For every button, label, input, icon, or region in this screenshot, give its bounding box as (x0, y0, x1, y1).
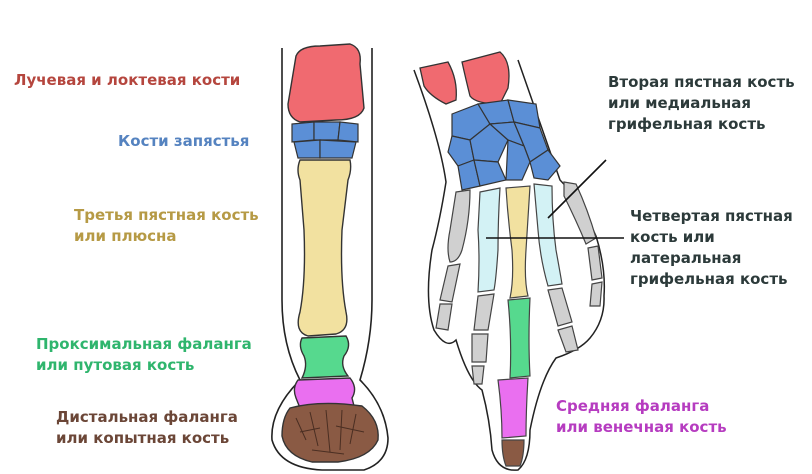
fourth-metacarpal-bone (478, 188, 500, 292)
label-second-metacarpal-line2: или медиальная (608, 93, 795, 114)
label-proximal-phalanx-line2: или путовая кость (36, 355, 252, 376)
label-second-metacarpal-line3: грифельная кость (608, 114, 795, 135)
label-middle-phalanx-line2: или венечная кость (556, 417, 727, 438)
label-middle-phalanx-line1: Средняя фаланга (556, 396, 727, 417)
label-third-metacarpal-line1: Третья пястная кость (74, 205, 259, 226)
label-proximal-phalanx: Проксимальная фаланга или путовая кость (36, 334, 252, 376)
label-radius-ulna-line: Лучевая и локтевая кости (14, 70, 240, 91)
fifth-metacarpal-bone (448, 190, 470, 262)
label-second-metacarpal: Вторая пястная кость или медиальная гриф… (608, 72, 795, 135)
label-fourth-metacarpal-line1: Четвертая пястная (630, 206, 793, 227)
label-fourth-metacarpal-line3: латеральная (630, 248, 793, 269)
label-third-metacarpal-line2: или плюсна (74, 226, 259, 247)
label-carpal: Кости запястья (118, 131, 249, 152)
proximal-phalanx-bone (300, 336, 348, 378)
second-metacarpal-bone (534, 184, 562, 286)
label-second-metacarpal-line1: Вторая пястная кость (608, 72, 795, 93)
label-fourth-metacarpal-line4: грифельная кость (630, 269, 793, 290)
label-fourth-metacarpal: Четвертая пястная кость или латеральная … (630, 206, 793, 290)
hand-carpal-bones (448, 100, 560, 190)
hand-proximal-phalanx-bone (508, 298, 530, 378)
third-metacarpal-bone (298, 160, 351, 336)
radius-ulna-bone (288, 44, 364, 122)
hand-radius-bone (420, 62, 456, 104)
label-radius-ulna: Лучевая и локтевая кости (14, 70, 240, 91)
carpal-bones (292, 122, 358, 158)
hand-third-metacarpal-bone (506, 186, 530, 298)
label-distal-phalanx: Дистальная фаланга или копытная кость (56, 407, 238, 449)
label-distal-phalanx-line2: или копытная кость (56, 428, 238, 449)
label-third-metacarpal: Третья пястная кость или плюсна (74, 205, 259, 247)
label-fourth-metacarpal-line2: кость или (630, 227, 793, 248)
label-carpal-line: Кости запястья (118, 131, 249, 152)
distal-phalanx-bone (282, 403, 378, 462)
label-distal-phalanx-line1: Дистальная фаланга (56, 407, 238, 428)
hand-middle-phalanx-bone (498, 378, 528, 438)
hand-distal-phalanx-bone (502, 440, 524, 466)
hand-ulna-bone (462, 52, 509, 104)
label-proximal-phalanx-line1: Проксимальная фаланга (36, 334, 252, 355)
thumb-metacarpal-bone (564, 182, 596, 244)
label-middle-phalanx: Средняя фаланга или венечная кость (556, 396, 727, 438)
horse-limb (272, 44, 388, 470)
